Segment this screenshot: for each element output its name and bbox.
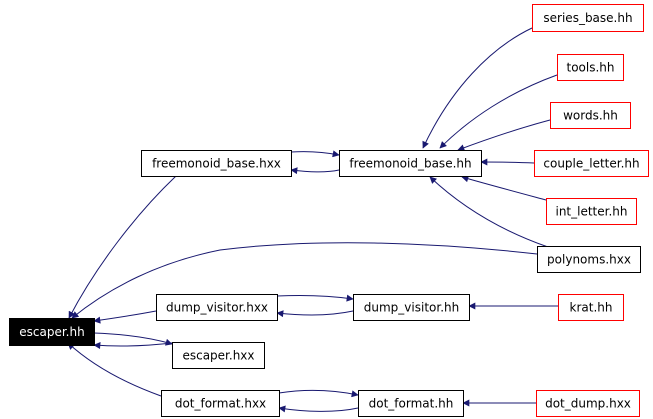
node-label: escaper.hxx [182,349,254,363]
edge-escaper-hh-to-escaper-hxx [93,332,173,346]
edge-dump-visitor-hxx-to-dump-visitor-hh [276,294,354,302]
node-dot-dump-hxx[interactable]: dot_dump.hxx [536,390,640,417]
node-dot-format-hh[interactable]: dot_format.hh [358,390,464,417]
node-escaper-hxx[interactable]: escaper.hxx [172,342,265,369]
node-freemonoid-base-hxx[interactable]: freemonoid_base.hxx [141,150,292,177]
node-label: int_letter.hh [555,205,627,219]
node-label: krat.hh [570,301,613,315]
node-box [156,294,278,321]
node-label: escaper.hh [19,325,84,339]
node-box [161,390,280,417]
node-series-base-hh[interactable]: series_base.hh [532,4,644,32]
edge-dot-format-hh-to-dot-format-hxx [278,405,359,413]
node-label: freemonoid_base.hxx [152,157,281,171]
edge-polynoms-hxx-to-escaper-hh [71,242,538,319]
node-dot-format-hxx[interactable]: dot_format.hxx [161,390,280,417]
edge-dot-format-hxx-to-escaper-hh [67,342,162,397]
node-box [558,294,624,321]
node-tools-hh[interactable]: tools.hh [557,54,624,81]
node-escaper-hh[interactable]: escaper.hh [9,318,95,346]
node-box [532,4,644,32]
edge-couple-letter-hh-to-freemonoid-base-hh [480,158,535,166]
edge-int-letter-hh-to-freemonoid-base-hh [461,175,547,201]
node-box [358,390,464,417]
node-box [534,150,649,177]
edge-escaper-hxx-to-escaper-hh [93,342,173,350]
node-label: polynoms.hxx [547,253,631,267]
edges-layer [67,27,558,413]
node-label: dot_format.hh [369,397,454,411]
edge-dump-visitor-hh-to-dump-visitor-hxx [276,310,354,318]
edge-words-hh-to-freemonoid-base-hh [457,119,551,152]
node-label: series_base.hh [543,11,632,25]
node-freemonoid-base-hh[interactable]: freemonoid_base.hh [339,150,482,177]
edge-freemonoid-base-hxx-to-freemonoid-base-hh [290,150,340,158]
node-couple-letter-hh[interactable]: couple_letter.hh [534,150,649,177]
node-box [546,198,637,225]
node-words-hh[interactable]: words.hh [550,102,631,129]
node-box [9,318,95,346]
node-label: dump_visitor.hxx [166,301,268,315]
node-box [536,390,640,417]
nodes-layer: escaper.hh freemonoid_base.hxx freemonoid_… [9,4,649,417]
edge-dot-format-hxx-to-dot-format-hh [278,390,359,398]
edge-dump-visitor-hxx-to-escaper-hh [93,310,157,324]
node-int-letter-hh[interactable]: int_letter.hh [546,198,637,225]
edge-freemonoid-base-hh-to-freemonoid-base-hxx [290,167,340,175]
node-label: words.hh [563,109,618,123]
node-polynoms-hxx[interactable]: polynoms.hxx [537,246,641,273]
node-box [172,342,265,369]
node-dump-visitor-hxx[interactable]: dump_visitor.hxx [156,294,278,321]
node-box [557,54,624,81]
node-label: dump_visitor.hh [364,301,459,315]
node-label: tools.hh [567,61,615,75]
node-label: dot_dump.hxx [545,397,631,411]
node-label: couple_letter.hh [543,157,639,171]
edge-tools-hh-to-freemonoid-base-hh [439,74,558,149]
node-label: freemonoid_base.hh [349,157,471,171]
edge-polynoms-hxx-to-freemonoid-base-hh [429,176,549,248]
node-dump-visitor-hh[interactable]: dump_visitor.hh [353,294,470,321]
node-krat-hh[interactable]: krat.hh [558,294,624,321]
node-box [339,150,482,177]
edge-freemonoid-base-hxx-to-escaper-hh [68,175,177,319]
node-box [141,150,292,177]
edge-series-base-hh-to-freemonoid-base-hh [422,27,533,149]
node-label: dot_format.hxx [175,397,266,411]
node-box [353,294,470,321]
node-box [550,102,631,129]
node-box [537,246,641,273]
